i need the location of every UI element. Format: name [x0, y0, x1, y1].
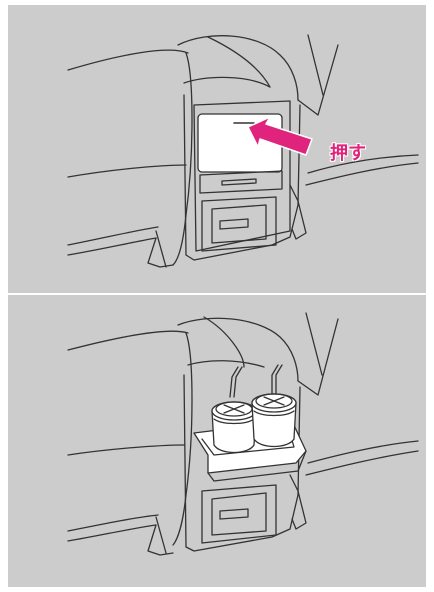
closed-armrest-panel: 押す	[8, 5, 426, 293]
open-cupholder-drawing	[8, 295, 426, 587]
open-cupholder-panel	[8, 295, 426, 587]
press-callout-label: 押す	[330, 139, 366, 165]
